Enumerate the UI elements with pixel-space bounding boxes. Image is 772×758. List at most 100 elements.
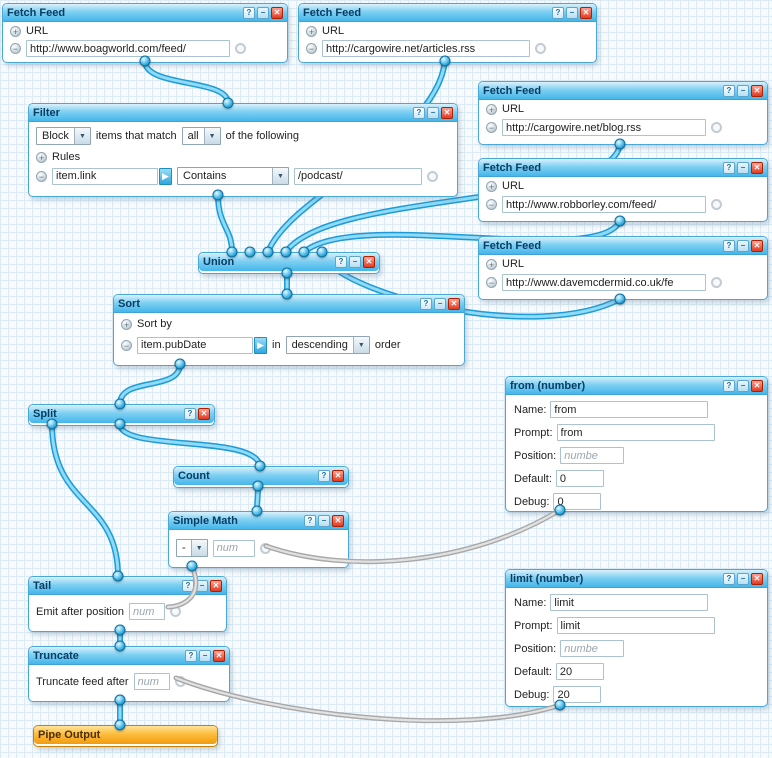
add-icon[interactable]: + (36, 151, 47, 163)
url-input[interactable] (502, 274, 706, 291)
rule-field-input[interactable] (52, 167, 158, 185)
url-input[interactable] (502, 196, 706, 213)
module-header[interactable]: Sort ? − ✕ (114, 295, 464, 313)
collapse-icon[interactable]: − (199, 649, 211, 662)
help-icon[interactable]: ? (723, 161, 735, 174)
connector-ring[interactable] (711, 122, 722, 133)
help-icon[interactable]: ? (335, 256, 347, 268)
add-icon[interactable]: + (486, 258, 497, 270)
module-header[interactable]: Pipe Output (34, 726, 217, 744)
terminal-limit-number-output[interactable] (554, 699, 566, 711)
remove-icon[interactable]: − (10, 43, 21, 54)
close-icon[interactable]: ✕ (198, 408, 210, 420)
connector-ring[interactable] (427, 170, 438, 182)
help-icon[interactable]: ? (723, 572, 735, 585)
terminal-union-input-4[interactable] (280, 246, 292, 258)
module-limit-number[interactable]: limit (number) ? − ✕ Name: Prompt: Posit… (505, 569, 768, 707)
close-icon[interactable]: ✕ (751, 572, 763, 585)
close-icon[interactable]: ✕ (363, 256, 375, 268)
add-icon[interactable]: + (121, 318, 132, 330)
collapse-icon[interactable]: − (566, 6, 578, 19)
collapse-icon[interactable]: − (318, 514, 330, 527)
connector-ring[interactable] (711, 277, 722, 288)
module-header[interactable]: Fetch Feed ? − ✕ (479, 237, 767, 255)
help-icon[interactable]: ? (304, 514, 316, 527)
terminal-tail-input[interactable] (112, 570, 124, 582)
match-mode-select[interactable]: all ▼ (181, 127, 221, 145)
url-input[interactable] (322, 40, 530, 57)
module-fetch-feed-3[interactable]: Fetch Feed ? − ✕ + URL − (478, 81, 768, 145)
help-icon[interactable]: ? (185, 649, 197, 662)
position-input[interactable] (560, 447, 625, 464)
close-icon[interactable]: ✕ (751, 84, 763, 97)
collapse-icon[interactable]: − (737, 239, 749, 252)
module-header[interactable]: Fetch Feed ? − ✕ (479, 82, 767, 100)
help-icon[interactable]: ? (318, 470, 330, 482)
remove-icon[interactable]: − (486, 277, 497, 288)
collapse-icon[interactable]: − (737, 84, 749, 97)
module-header[interactable]: Fetch Feed ? − ✕ (3, 4, 287, 22)
url-input[interactable] (26, 40, 230, 57)
collapse-icon[interactable]: − (349, 256, 361, 268)
terminal-from-number-output[interactable] (554, 504, 566, 516)
terminal-split-output-2[interactable] (114, 418, 126, 430)
close-icon[interactable]: ✕ (441, 106, 453, 119)
terminal-union-input-1[interactable] (226, 246, 238, 258)
close-icon[interactable]: ✕ (332, 470, 344, 482)
terminal-truncate-input[interactable] (114, 640, 126, 652)
terminal-fetch2-output[interactable] (439, 55, 451, 67)
block-permit-select[interactable]: Block ▼ (36, 127, 91, 145)
module-header[interactable]: Truncate ? − ✕ (29, 647, 229, 665)
add-icon[interactable]: + (486, 103, 497, 115)
remove-icon[interactable]: − (486, 122, 497, 133)
close-icon[interactable]: ✕ (448, 297, 460, 310)
module-header[interactable]: Simple Math ? − ✕ (169, 512, 348, 530)
help-icon[interactable]: ? (723, 239, 735, 252)
count-value-input[interactable] (133, 673, 170, 690)
module-sort[interactable]: Sort ? − ✕ + Sort by − ▶ in descending ▼… (113, 294, 465, 366)
terminal-union-input-3[interactable] (262, 246, 274, 258)
prompt-input[interactable] (556, 617, 715, 634)
module-header[interactable]: Filter ? − ✕ (29, 104, 457, 122)
module-filter[interactable]: Filter ? − ✕ Block ▼ items that match al… (28, 103, 458, 197)
module-header[interactable]: Union ? − ✕ (199, 253, 379, 271)
terminal-fetch1-output[interactable] (139, 55, 151, 67)
module-header[interactable]: Split ? ✕ (29, 405, 214, 423)
rule-value-input[interactable] (294, 167, 422, 185)
collapse-icon[interactable]: − (257, 6, 269, 19)
collapse-icon[interactable]: − (737, 572, 749, 585)
help-icon[interactable]: ? (243, 6, 255, 19)
rule-operator-select[interactable]: Contains ▼ (177, 167, 289, 185)
help-icon[interactable]: ? (552, 6, 564, 19)
terminal-sort-output[interactable] (174, 358, 186, 370)
help-icon[interactable]: ? (413, 106, 425, 119)
help-icon[interactable]: ? (420, 297, 432, 310)
close-icon[interactable]: ✕ (751, 379, 763, 392)
remove-icon[interactable]: − (121, 339, 132, 351)
help-icon[interactable]: ? (723, 84, 735, 97)
name-input[interactable] (550, 401, 709, 418)
terminal-pipe-output-input[interactable] (114, 719, 126, 731)
module-fetch-feed-1[interactable]: Fetch Feed ? − ✕ + URL − (2, 3, 288, 63)
terminal-union-output[interactable] (281, 267, 293, 279)
terminal-fetch5-output[interactable] (614, 293, 626, 305)
collapse-icon[interactable]: − (434, 297, 446, 310)
terminal-count-output[interactable] (252, 480, 264, 492)
collapse-icon[interactable]: − (737, 379, 749, 392)
url-input[interactable] (502, 119, 706, 136)
connector-ring[interactable] (711, 199, 722, 210)
default-input[interactable] (555, 663, 604, 680)
debug-input[interactable] (553, 493, 602, 510)
sort-order-select[interactable]: descending ▼ (285, 336, 370, 354)
terminal-split-output-1[interactable] (46, 418, 58, 430)
operator-select[interactable]: - ▼ (176, 539, 208, 557)
module-header[interactable]: Fetch Feed ? − ✕ (299, 4, 596, 22)
name-input[interactable] (550, 594, 709, 611)
module-header[interactable]: Count ? ✕ (174, 467, 348, 485)
operand-input[interactable] (212, 539, 255, 557)
connector-ring[interactable] (535, 43, 546, 54)
module-count[interactable]: Count ? ✕ (173, 466, 349, 488)
close-icon[interactable]: ✕ (271, 6, 283, 19)
remove-icon[interactable]: − (486, 199, 497, 210)
close-icon[interactable]: ✕ (580, 6, 592, 19)
